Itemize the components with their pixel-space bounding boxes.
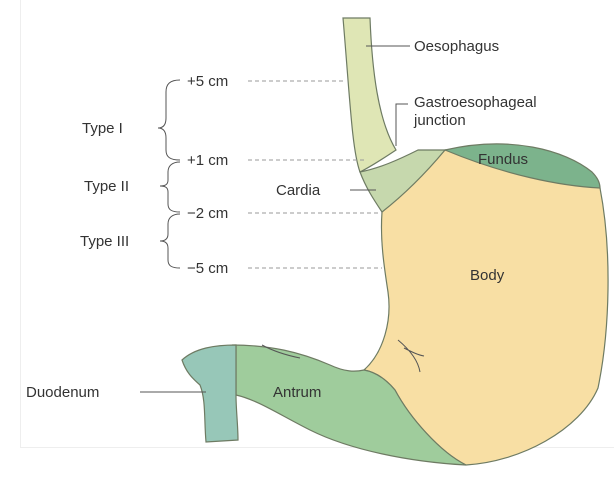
type1-brace	[158, 80, 180, 160]
type2-label: Type II	[84, 178, 129, 195]
duodenum-label: Duodenum	[26, 384, 99, 401]
oesophagus-label: Oesophagus	[414, 38, 499, 55]
fundus-label: Fundus	[478, 151, 528, 168]
body-label: Body	[470, 267, 505, 284]
plus1-label: +1 cm	[187, 152, 228, 169]
type2-brace	[160, 162, 180, 212]
antrum-label: Antrum	[273, 384, 321, 401]
type3-label: Type III	[80, 233, 129, 250]
cardia-label: Cardia	[276, 182, 321, 199]
minus5-label: −5 cm	[187, 260, 228, 277]
gej-label-line2: junction	[413, 112, 466, 129]
oesophagus-region	[343, 18, 396, 172]
duodenum-region	[182, 345, 238, 442]
type1-label: Type I	[82, 120, 123, 137]
plus5-label: +5 cm	[187, 73, 228, 90]
type3-brace	[160, 214, 180, 268]
gej-leader	[396, 104, 408, 146]
gej-label-line1: Gastroesophageal	[414, 94, 537, 111]
minus2-label: −2 cm	[187, 205, 228, 222]
